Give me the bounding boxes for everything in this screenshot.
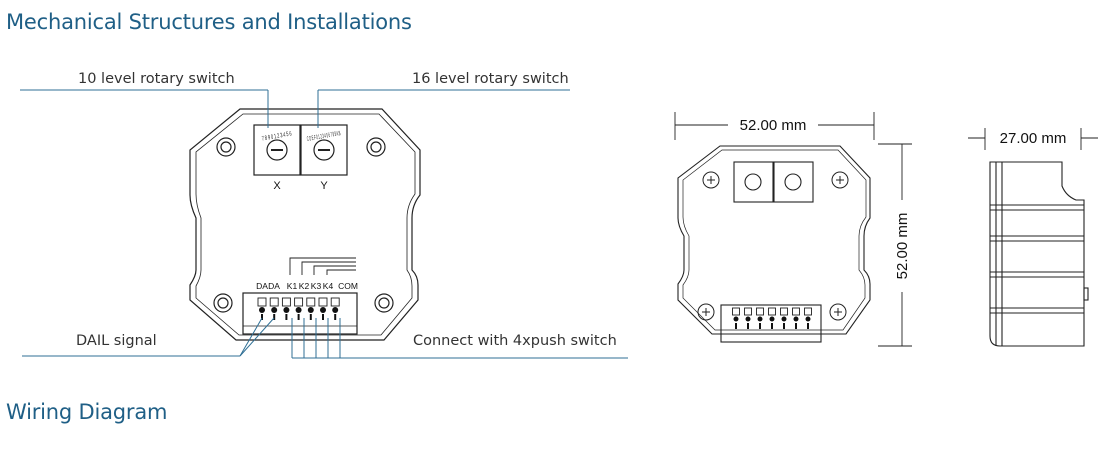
front-view-small (677, 145, 871, 343)
small-terminal-screw-0 (732, 307, 740, 329)
terminal-screw-1 (269, 297, 279, 320)
dimension-depth: 27.00 mm (1000, 130, 1067, 147)
switch-y-label: Y (320, 180, 328, 192)
small-terminal-screw-6 (804, 307, 812, 329)
small-switch-y (773, 161, 814, 203)
small-terminal-screws (732, 307, 812, 329)
rotary-switch-y-housing (300, 124, 348, 176)
terminal-screw-3 (294, 297, 304, 320)
rotary-switch-x-housing (253, 124, 301, 176)
small-switch-x (733, 161, 774, 203)
dimension-height: 52.00 mm (894, 213, 911, 280)
section-heading-mechanical: Mechanical Structures and Installations (6, 10, 412, 34)
side-body-outline (989, 161, 1085, 347)
rotary-switch-x-dial (266, 139, 288, 161)
rotary-switch-y-digits: C D E F 0 1 2 3 4 5 6 7 8 9 A B (306, 130, 341, 143)
terminal-label-k1-2: K1 (287, 281, 298, 291)
mounting-hole-tl (216, 137, 236, 157)
callout-rotary16: 16 level rotary switch (412, 71, 569, 87)
switch-x-label: X (273, 180, 281, 192)
small-terminal-screw-3 (768, 307, 776, 329)
small-terminal-screw-1 (744, 307, 752, 329)
small-mounting-holes (697, 171, 849, 321)
callout-push: Connect with 4xpush switch (413, 333, 617, 349)
mounting-hole-br (374, 293, 394, 313)
leader-lines (20, 89, 628, 359)
small-terminal-screw-5 (792, 307, 800, 329)
device-inner-outline (195, 113, 416, 336)
terminal-label-k4-5: K4 (323, 281, 334, 291)
small-body-outline (677, 145, 871, 335)
terminal-screw-2 (281, 297, 291, 320)
terminal-label-k3-4: K3 (311, 281, 322, 291)
section-heading-wiring: Wiring Diagram (6, 400, 168, 424)
terminal-screw-5 (318, 297, 328, 320)
device-body-outline (189, 108, 421, 341)
mounting-hole-tr (366, 137, 386, 157)
terminal-screws (257, 297, 340, 320)
side-view (989, 161, 1089, 347)
terminal-label-com-6: COM (338, 281, 358, 291)
terminal-screw-0 (257, 297, 267, 320)
rotary-switch-y-dial (313, 139, 335, 161)
terminal-label-da-1: DA (268, 281, 280, 291)
rotary-switch-x-digits: 7 8 9 0 1 2 3 4 5 6 (261, 130, 292, 142)
terminal-block (242, 292, 358, 335)
small-terminal-screw-2 (756, 307, 764, 329)
dimension-width: 52.00 mm (740, 117, 807, 134)
small-terminal-screw-4 (780, 307, 788, 329)
callout-dali: DAIL signal (76, 333, 157, 349)
terminal-screw-4 (306, 297, 316, 320)
terminal-label-k2-3: K2 (299, 281, 310, 291)
terminal-screw-6 (330, 297, 340, 320)
terminal-bracket (289, 257, 356, 275)
small-terminal-block (720, 304, 822, 343)
terminal-label-da-0: DA (256, 281, 268, 291)
callout-rotary10: 10 level rotary switch (78, 71, 235, 87)
dimension-lines (674, 112, 1098, 347)
front-view-large (189, 108, 421, 341)
mounting-hole-bl (213, 293, 233, 313)
